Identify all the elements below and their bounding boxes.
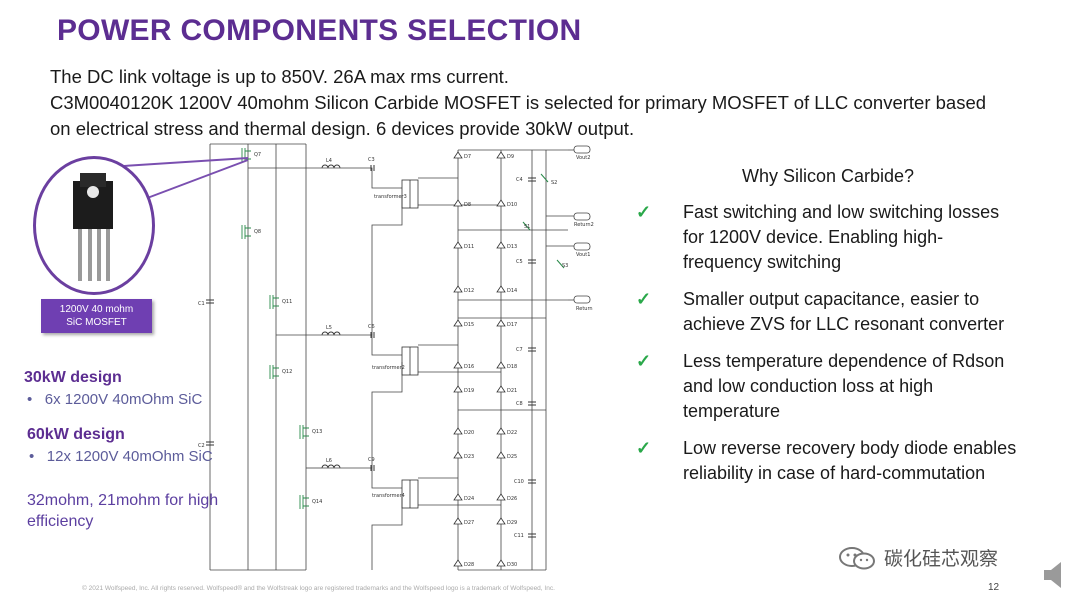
label-q8: Q8 <box>254 229 261 235</box>
why-sic-list: ✓ Fast switching and low switching losse… <box>636 200 1066 486</box>
why-bullet: ✓ Low reverse recovery body diode enable… <box>636 436 1066 486</box>
label-diode: D28 <box>464 562 474 568</box>
label-diode: D18 <box>507 364 517 370</box>
label-transformer4: transformer4 <box>372 493 405 499</box>
intro-line-1: The DC link voltage is up to 850V. 26A m… <box>50 66 509 87</box>
label-c2: C2 <box>198 443 205 449</box>
label-terminal: Return2 <box>574 222 594 228</box>
checkmark-icon: ✓ <box>636 351 652 371</box>
bullet-line: Fast switching and low switching losses <box>683 202 1000 222</box>
design-60kw-heading: 60kW design <box>27 426 125 443</box>
speaker-icon[interactable] <box>1042 560 1068 590</box>
label-diode: D9 <box>507 154 514 160</box>
label-out-cap: C10 <box>514 479 524 485</box>
label-diode: D23 <box>464 454 474 460</box>
intro-line-3: on electrical stress and thermal design.… <box>50 118 635 139</box>
why-bullet: ✓ Smaller output capacitance, easier to … <box>636 287 1066 337</box>
checkmark-icon: ✓ <box>636 438 652 458</box>
label-switch: S1 <box>524 224 530 230</box>
design-30kw-item-text: 6x 1200V 40mOhm SiC <box>44 391 203 408</box>
copyright-footer: © 2021 Wolfspeed, Inc. All rights reserv… <box>82 585 555 592</box>
label-l5: L5 <box>326 325 332 331</box>
design-60kw-item: • 12x 1200V 40mOhm SiC <box>29 448 213 465</box>
label-diode: D16 <box>464 364 474 370</box>
label-out-cap: C4 <box>516 177 523 183</box>
label-switch: S2 <box>551 180 557 186</box>
label-diode: D30 <box>507 562 517 568</box>
label-diode: D8 <box>464 202 471 208</box>
label-diode: D11 <box>464 244 474 250</box>
label-diode: D13 <box>507 244 517 250</box>
bullet-line: reliability in case of hard-commutation <box>683 463 986 483</box>
bullet-line: Smaller output capacitance, easier to <box>683 289 980 309</box>
why-sic-heading: Why Silicon Carbide? <box>742 166 915 186</box>
label-out-cap: C11 <box>514 533 524 539</box>
label-c1: C1 <box>198 301 205 307</box>
mosfet-package-callout <box>33 156 155 295</box>
llc-converter-schematic: Q7 Q8 Q11 Q12 Q13 Q14 C1 C2 L4 L5 L6 C3 … <box>198 143 594 571</box>
label-q7: Q7 <box>254 152 261 158</box>
label-c6: C6 <box>368 324 375 330</box>
page-number: 12 <box>988 582 1000 593</box>
label-transformer3: transformer3 <box>374 194 407 200</box>
label-diode: D10 <box>507 202 517 208</box>
label-diode: D24 <box>464 496 474 502</box>
design-30kw-heading: 30kW design <box>24 369 122 386</box>
label-terminal: Return <box>576 306 593 312</box>
label-out-cap: C7 <box>516 347 523 353</box>
label-diode: D17 <box>507 322 517 328</box>
label-out-cap: C8 <box>516 401 523 407</box>
intro-text: The DC link voltage is up to 850V. 26A m… <box>50 64 986 142</box>
label-diode: D19 <box>464 388 474 394</box>
label-c3: C3 <box>368 157 375 163</box>
hi-eff-line-2: efficiency <box>27 513 94 530</box>
watermark-text: 碳化硅芯观察 <box>884 549 999 570</box>
label-terminal: Vout1 <box>576 252 590 258</box>
bullet-line: and low conduction loss at high <box>683 376 934 396</box>
label-terminal: Vout2 <box>576 155 590 161</box>
label-q11: Q11 <box>282 299 292 305</box>
label-q13: Q13 <box>312 429 322 435</box>
checkmark-icon: ✓ <box>636 289 652 309</box>
label-diode: D7 <box>464 154 471 160</box>
label-diode: D12 <box>464 288 474 294</box>
badge-line-2: SiC MOSFET <box>66 317 127 328</box>
label-switch: S3 <box>562 263 568 269</box>
to247-package-image <box>73 173 113 281</box>
wechat-icon <box>839 547 875 570</box>
bullet-line: temperature <box>683 401 781 421</box>
label-c9: C9 <box>368 457 375 463</box>
bullet-line: for 1200V device. Enabling high- <box>683 227 944 247</box>
checkmark-icon: ✓ <box>636 202 652 222</box>
label-q14: Q14 <box>312 499 322 505</box>
why-bullet: ✓ Less temperature dependence of Rdson a… <box>636 349 1066 424</box>
slide-title: POWER COMPONENTS SELECTION <box>57 14 582 47</box>
label-out-cap: C5 <box>516 259 523 265</box>
label-l6: L6 <box>326 458 332 464</box>
hi-eff-line-1: 32mohm, 21mohm for high <box>27 492 219 509</box>
badge-line-1: 1200V 40 mohm <box>59 304 134 315</box>
label-diode: D15 <box>464 322 474 328</box>
label-diode: D29 <box>507 520 517 526</box>
label-diode: D26 <box>507 496 517 502</box>
bullet-line: Less temperature dependence of Rdson <box>683 351 1005 371</box>
label-l4: L4 <box>326 158 332 164</box>
design-30kw-item: • 6x 1200V 40mOhm SiC <box>27 391 203 408</box>
bullet-line: frequency switching <box>683 252 842 272</box>
intro-line-2: C3M0040120K 1200V 40mohm Silicon Carbide… <box>50 92 987 113</box>
design-60kw-item-text: 12x 1200V 40mOhm SiC <box>46 448 213 465</box>
label-diode: D22 <box>507 430 517 436</box>
label-diode: D14 <box>507 288 517 294</box>
label-diode: D21 <box>507 388 517 394</box>
bullet-line: achieve ZVS for LLC resonant converter <box>683 314 1005 334</box>
bullet-line: Low reverse recovery body diode enables <box>683 438 1017 458</box>
device-spec-badge: 1200V 40 mohm SiC MOSFET <box>41 299 152 333</box>
high-efficiency-note: 32mohm, 21mohm for high efficiency <box>27 490 218 532</box>
label-diode: D20 <box>464 430 474 436</box>
label-q12: Q12 <box>282 369 292 375</box>
why-bullet: ✓ Fast switching and low switching losse… <box>636 200 1066 275</box>
label-diode: D27 <box>464 520 474 526</box>
label-transformer2: transformer2 <box>372 365 405 371</box>
label-diode: D25 <box>507 454 517 460</box>
